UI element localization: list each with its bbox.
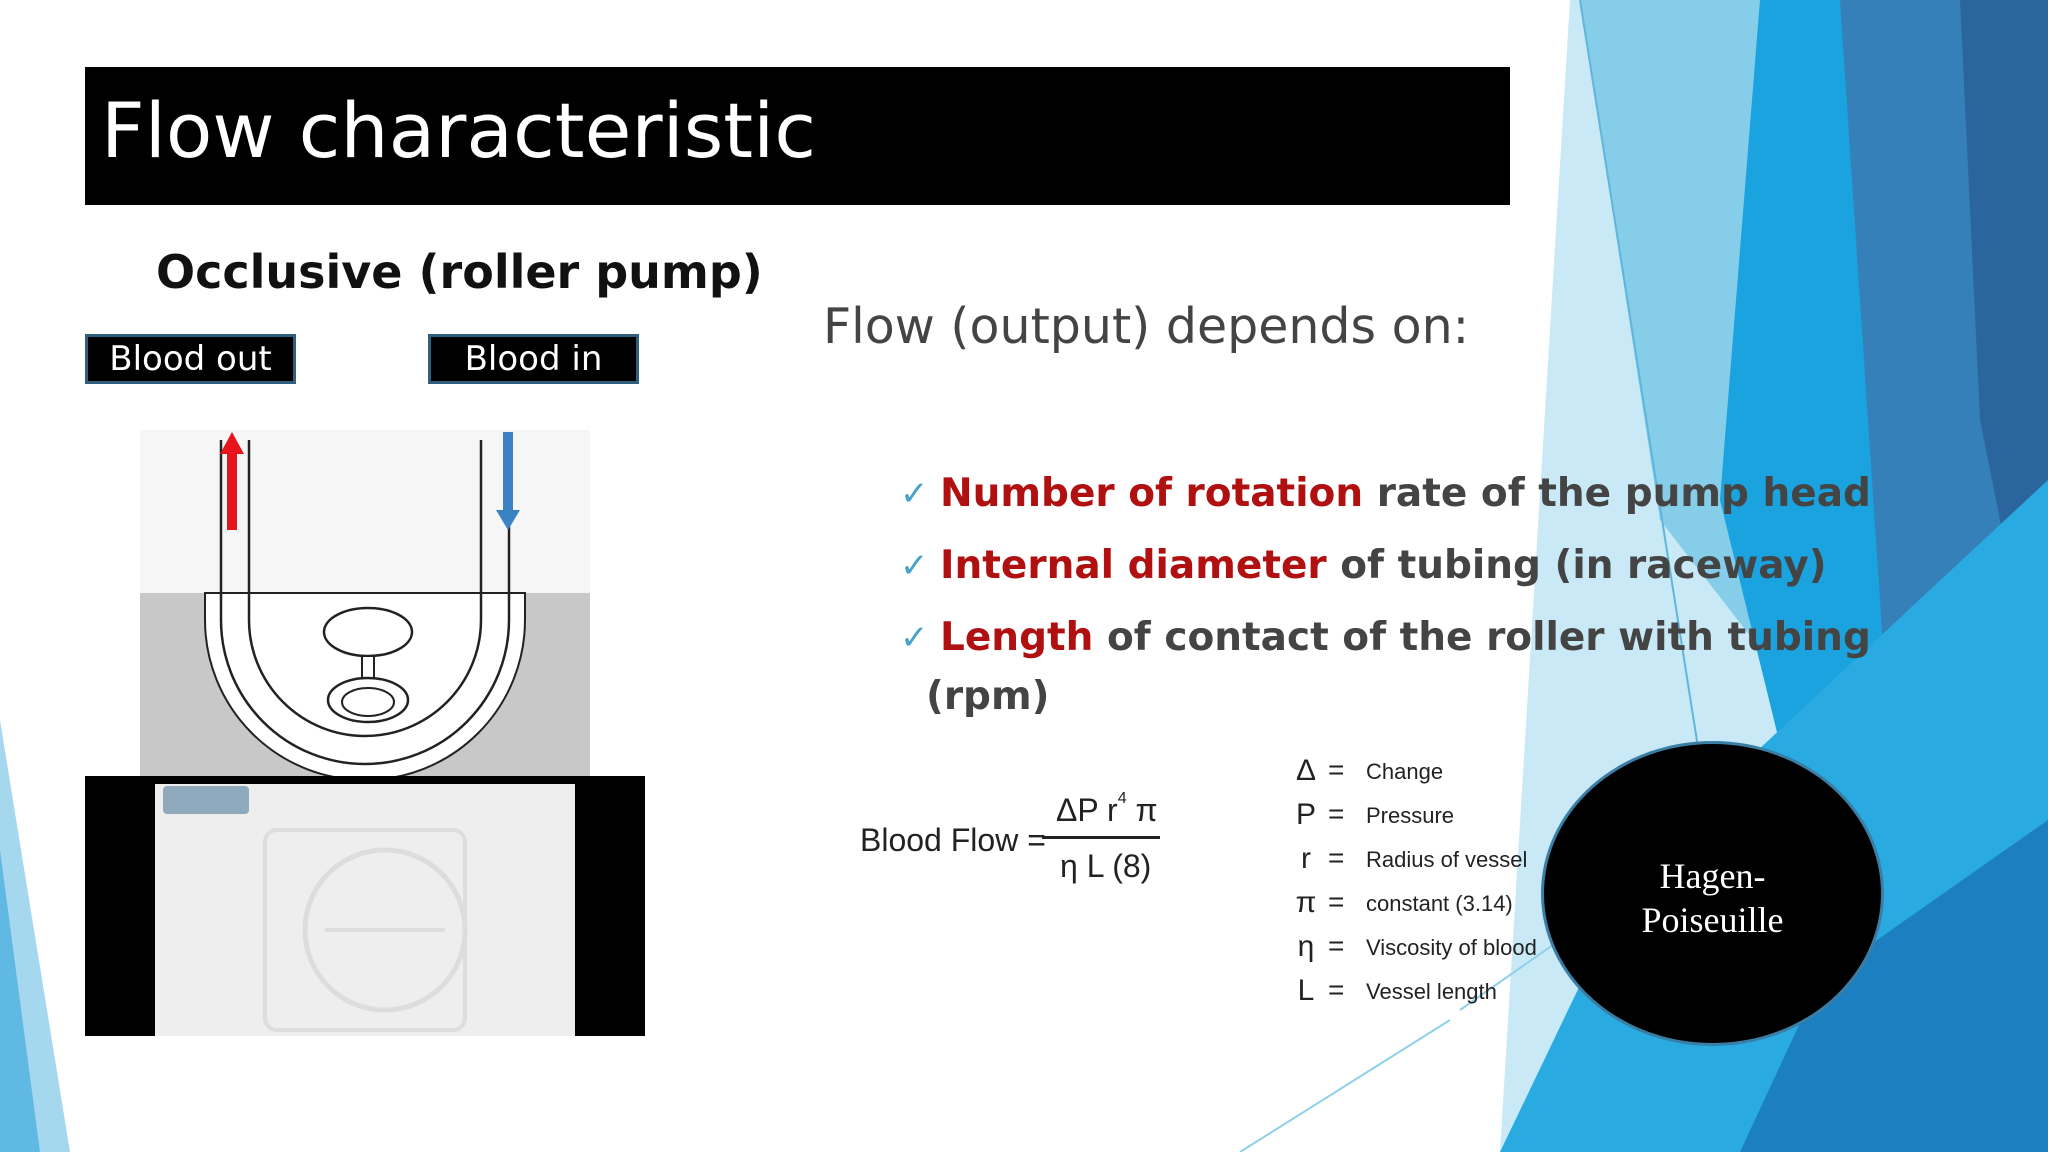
title-bar: Flow characteristic bbox=[85, 67, 1510, 205]
bullet-highlight: Length bbox=[940, 615, 1094, 660]
arrow-down-icon bbox=[496, 432, 520, 530]
check-icon: ✓ bbox=[900, 474, 929, 514]
bullet-text: of tubing (in raceway) bbox=[1326, 543, 1827, 588]
slide-subtitle: Occlusive (roller pump) bbox=[156, 245, 763, 299]
bullet-text: rate of the pump head bbox=[1363, 471, 1871, 516]
factor-list: ✓ Number of rotation rate of the pump hea… bbox=[900, 458, 1871, 674]
arrow-up-icon bbox=[220, 432, 244, 530]
flow-heading: Flow (output) depends on: bbox=[823, 298, 1470, 355]
hagen-poiseuille-circle: Hagen- Poiseuille bbox=[1541, 741, 1884, 1046]
bullet-continuation: (rpm) bbox=[926, 674, 1050, 719]
formula-numerator: ΔP r4 π bbox=[1056, 790, 1158, 828]
circle-label: Hagen- Poiseuille bbox=[1641, 856, 1784, 940]
bullet-highlight: Internal diameter bbox=[940, 543, 1327, 588]
slide-title: Flow characteristic bbox=[101, 86, 816, 175]
formula-denominator: η L (8) bbox=[1060, 848, 1152, 884]
list-item: ✓ Internal diameter of tubing (in raceway… bbox=[900, 530, 1871, 602]
fraction-bar bbox=[1042, 836, 1160, 839]
blood-out-label: Blood out bbox=[85, 334, 296, 384]
roller-pump-diagram bbox=[85, 430, 645, 1036]
list-item: ✓ Length of contact of the roller with tu… bbox=[900, 602, 1871, 674]
check-icon: ✓ bbox=[900, 546, 929, 586]
check-icon: ✓ bbox=[900, 618, 929, 658]
bullet-text: of contact of the roller with tubing bbox=[1093, 615, 1871, 660]
blood-in-label: Blood in bbox=[428, 334, 639, 384]
formula-lhs: Blood Flow = bbox=[860, 822, 1046, 858]
list-item: ✓ Number of rotation rate of the pump hea… bbox=[900, 458, 1871, 530]
bullet-highlight: Number of rotation bbox=[940, 471, 1364, 516]
